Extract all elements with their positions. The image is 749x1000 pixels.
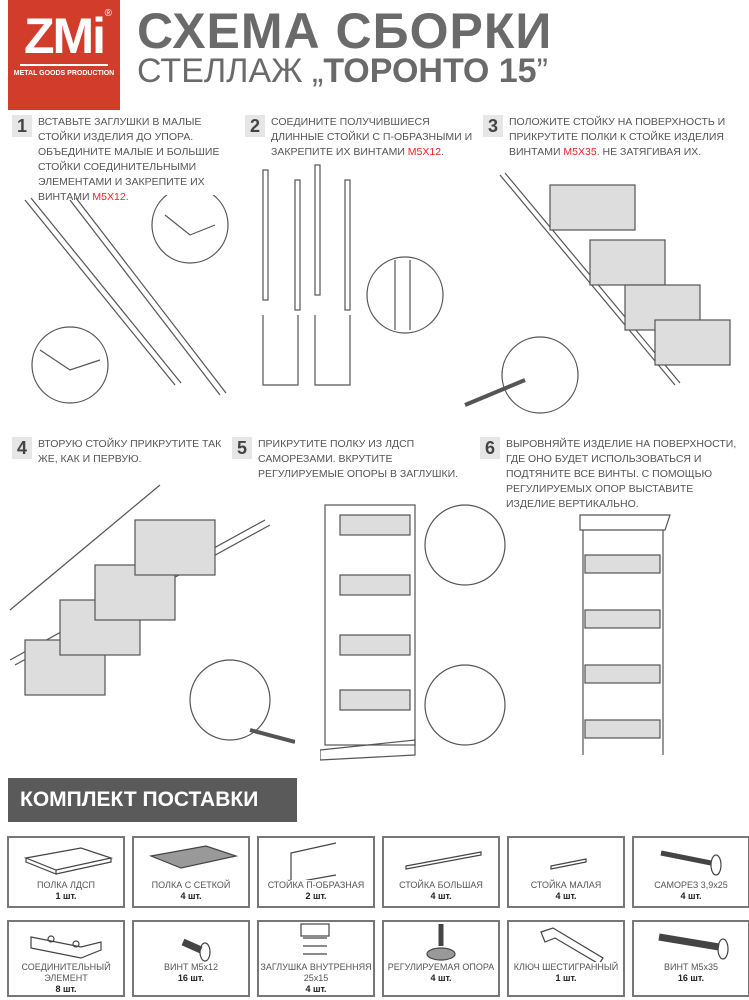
self-tapping-screw-icon bbox=[660, 850, 722, 876]
step-text: Положите стойку на поверхность и прикрут… bbox=[509, 116, 726, 158]
kit-item-name: ЗАГЛУШКА ВНУТРЕННЯЯ 25х15 bbox=[260, 962, 372, 983]
step3-illustration bbox=[464, 172, 731, 414]
kit-item-qty: 16 шт. bbox=[177, 973, 205, 983]
kit-item-name: СТОЙКА БОЛЬШАЯ bbox=[399, 880, 483, 890]
step-text: Прикрутите полку из ЛДСП саморезами. Вкр… bbox=[258, 438, 459, 480]
step-screw-spec: М5х12 bbox=[92, 191, 126, 203]
kit-item-qty: 1 шт. bbox=[555, 973, 577, 983]
kit-item-qty: 4 шт. bbox=[680, 891, 702, 901]
step-instruction: Вторую стойку прикрутите так же, как и п… bbox=[38, 437, 227, 467]
kit-item-name: КЛЮЧ ШЕСТИГРАННЫЙ bbox=[513, 962, 619, 972]
kit-item-name: СОЕДИНИТЕЛЬНЫЙ ЭЛЕМЕНТ bbox=[21, 962, 111, 983]
step-instruction: Выровняйте изделие на поверхности, где о… bbox=[506, 437, 740, 512]
hex-key-icon bbox=[540, 927, 604, 962]
mesh-shelf-icon bbox=[148, 845, 239, 869]
adjustable-foot-icon bbox=[426, 924, 456, 961]
step-number: 6 bbox=[480, 437, 500, 459]
kit-item-name: СТОЙКА П-ОБРАЗНАЯ bbox=[267, 880, 365, 890]
step-2: 2 Соедините получившиеся длинные стойки с… bbox=[245, 115, 480, 160]
kit-item-qty: 4 шт. bbox=[430, 973, 452, 983]
kit-section-title: КОМПЛЕКТ ПОСТАВКИ bbox=[8, 778, 297, 822]
step-text: Вставьте заглушки в малые стойки изделия… bbox=[38, 116, 220, 203]
kit-item-qty: 8 шт. bbox=[55, 984, 77, 994]
step-number: 4 bbox=[12, 437, 32, 459]
logo-text: ZMi bbox=[23, 8, 106, 64]
step-text: Выровняйте изделие на поверхности, где о… bbox=[506, 438, 737, 510]
step-6: 6 Выровняйте изделие на поверхности, где … bbox=[480, 437, 740, 512]
kit-item-name: РЕГУЛИРУЕМАЯ ОПОРА bbox=[387, 962, 495, 972]
step4-illustration bbox=[9, 484, 295, 744]
long-bolt-icon bbox=[658, 933, 729, 960]
subtitle-prefix: СТЕЛЛАЖ „ bbox=[137, 52, 324, 90]
step6-illustration bbox=[579, 514, 671, 755]
short-bolt-icon bbox=[181, 938, 211, 962]
kit-item-qty: 4 шт. bbox=[305, 984, 327, 994]
step-1: 1 Вставьте заглушки в малые стойки издели… bbox=[12, 115, 227, 205]
step-text-end: . Не затягивая их. bbox=[596, 146, 702, 158]
step-number: 5 bbox=[232, 437, 252, 459]
kit-item-name: ПОЛКА ЛДСП bbox=[37, 880, 95, 890]
step-number: 2 bbox=[245, 115, 265, 137]
kit-item-name: САМОРЕЗ 3,9х25 bbox=[654, 880, 728, 890]
logo-tagline: METAL GOODS PRODUCTION bbox=[13, 70, 115, 77]
step-5: 5 Прикрутите полку из ЛДСП саморезами. Вк… bbox=[232, 437, 472, 482]
step-number: 3 bbox=[483, 115, 503, 137]
page-subtitle: СТЕЛЛАЖ „ТОРОНТО 15” bbox=[137, 52, 548, 91]
end-cap-icon bbox=[300, 923, 330, 955]
step-text-end: . bbox=[125, 191, 129, 203]
kit-item-name: СТОЙКА МАЛАЯ bbox=[530, 880, 602, 890]
kit-item-name: ВИНТ М5х12 bbox=[164, 962, 218, 972]
board-icon bbox=[23, 847, 114, 875]
subtitle-suffix: ” bbox=[536, 52, 548, 90]
brand-logo: ® ZMi METAL GOODS PRODUCTION bbox=[8, 0, 120, 110]
step-screw-spec: М5х35 bbox=[563, 146, 597, 158]
logo-divider bbox=[20, 64, 108, 66]
page-title: СХЕМА СБОРКИ bbox=[137, 3, 553, 59]
step-instruction: Положите стойку на поверхность и прикрут… bbox=[509, 115, 743, 160]
step-instruction: Вставьте заглушки в малые стойки изделия… bbox=[38, 115, 227, 205]
step1-illustration bbox=[24, 195, 229, 404]
step-text-end: . bbox=[441, 146, 444, 158]
step-text: Вторую стойку прикрутите так же, как и п… bbox=[38, 438, 222, 465]
long-post-icon bbox=[405, 851, 482, 870]
short-post-icon bbox=[550, 858, 587, 870]
kit-item-qty: 1 шт. bbox=[55, 891, 77, 901]
u-frame-icon bbox=[290, 842, 337, 880]
step-instruction: Соедините получившиеся длинные стойки с … bbox=[271, 115, 480, 160]
step2-illustration bbox=[262, 164, 444, 386]
product-name: ТОРОНТО 15 bbox=[323, 52, 537, 90]
kit-item-qty: 16 шт. bbox=[677, 973, 705, 983]
step-3: 3 Положите стойку на поверхность и прикру… bbox=[483, 115, 743, 160]
kit-item-name: ВИНТ М5х35 bbox=[664, 962, 718, 972]
kit-item-qty: 4 шт. bbox=[555, 891, 577, 901]
registered-mark: ® bbox=[104, 8, 112, 19]
step-number: 1 bbox=[12, 115, 32, 137]
step5-illustration bbox=[320, 504, 506, 761]
kit-item-qty: 4 шт. bbox=[430, 891, 452, 901]
step-instruction: Прикрутите полку из ЛДСП саморезами. Вкр… bbox=[258, 437, 472, 482]
step-4: 4 Вторую стойку прикрутите так же, как и … bbox=[12, 437, 227, 467]
connector-icon bbox=[30, 935, 102, 959]
step-screw-spec: М5х12 bbox=[407, 146, 442, 158]
kit-item-qty: 2 шт. bbox=[305, 891, 327, 901]
kit-item-qty: 4 шт. bbox=[180, 891, 202, 901]
kit-item-name: ПОЛКА С СЕТКОЙ bbox=[151, 880, 231, 890]
step-text: Соедините получившиеся длинные стойки с … bbox=[271, 116, 473, 158]
